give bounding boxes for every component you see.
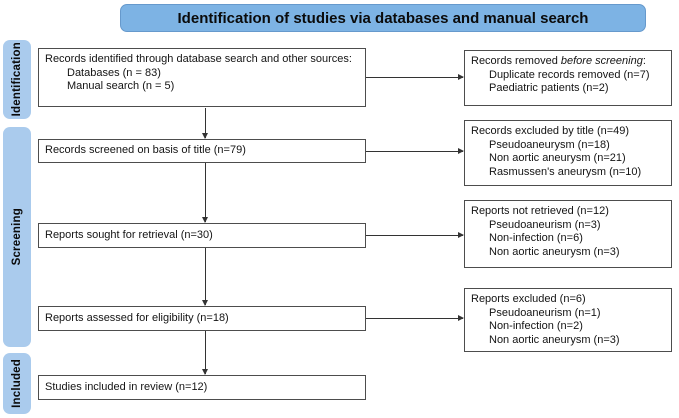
reports-not-retrieved-item: Pseudoaneurism (n=3): [489, 218, 601, 231]
records-removed-title-italic: before screening: [560, 55, 643, 67]
arrowhead-right-icon: [458, 148, 464, 154]
reports-excluded-item: Non aortic aneurysm (n=3): [489, 333, 620, 346]
stage-label-included: Included: [3, 353, 31, 414]
arrowhead-down-icon: [202, 369, 208, 375]
studies-included-text: Studies included in review (n=12): [45, 380, 208, 393]
records-removed-item: Duplicate records removed (n=7): [489, 68, 650, 81]
arrow-right-identified-to-removed: [366, 74, 464, 80]
records-screened-text: Records screened on basis of title (n=79…: [45, 144, 246, 157]
arrow-down-screened-to-sought: [202, 163, 208, 223]
arrowhead-down-icon: [202, 133, 208, 139]
reports-assessed-text: Reports assessed for eligibility (n=18): [45, 311, 229, 324]
arrow-right-assessed-to-excluded: [366, 315, 464, 321]
records-removed-item: Paediatric patients (n=2): [489, 82, 609, 94]
box-reports-not-retrieved: Reports not retrieved (n=12) Pseudoaneur…: [464, 200, 672, 268]
box-reports-sought: Reports sought for retrieval (n=30): [38, 223, 366, 248]
arrowhead-right-icon: [458, 315, 464, 321]
reports-excluded-item: Non-infection (n=2): [489, 320, 583, 332]
box-reports-assessed: Reports assessed for eligibility (n=18): [38, 306, 366, 331]
diagram-title: Identification of studies via databases …: [120, 4, 646, 32]
records-identified-databases: Databases (n = 83): [67, 66, 161, 79]
records-excluded-by-title-item: Rasmussen's aneurysm (n=10): [489, 165, 642, 178]
arrowhead-right-icon: [458, 232, 464, 238]
arrowhead-down-icon: [202, 300, 208, 306]
box-reports-excluded: Reports excluded (n=6) Pseudoaneurism (n…: [464, 288, 672, 352]
arrow-right-screened-to-excluded-by-title: [366, 148, 464, 154]
box-studies-included: Studies included in review (n=12): [38, 375, 366, 400]
arrow-right-sought-to-not-retrieved: [366, 232, 464, 238]
stage-label-identification: Identification: [3, 40, 31, 119]
records-identified-title: Records identified through database sear…: [45, 53, 352, 65]
stage-label-screening: Screening: [3, 127, 31, 347]
reports-not-retrieved-item: Non aortic aneurysm (n=3): [489, 245, 620, 258]
arrow-down-identified-to-screened: [202, 108, 208, 139]
records-excluded-by-title-item: Non aortic aneurysm (n=21): [489, 152, 626, 164]
reports-not-retrieved-item: Non-infection (n=6): [489, 232, 583, 244]
arrow-down-assessed-to-included: [202, 331, 208, 375]
reports-excluded-item: Pseudoaneurism (n=1): [489, 306, 601, 319]
arrowhead-down-icon: [202, 217, 208, 223]
records-identified-manual: Manual search (n = 5): [67, 80, 175, 92]
reports-not-retrieved-title: Reports not retrieved (n=12): [471, 205, 609, 217]
arrowhead-right-icon: [458, 74, 464, 80]
records-removed-title-prefix: Records removed: [471, 55, 561, 67]
records-excluded-by-title-item: Pseudoaneurysm (n=18): [489, 138, 610, 151]
stage-label-identification-text: Identification: [11, 42, 23, 117]
records-removed-title-suffix: :: [642, 55, 646, 67]
box-records-identified: Records identified through database sear…: [38, 48, 366, 107]
box-records-screened: Records screened on basis of title (n=79…: [38, 139, 366, 163]
stage-label-included-text: Included: [11, 359, 23, 408]
reports-excluded-title: Reports excluded (n=6): [471, 293, 586, 305]
box-records-excluded-by-title: Records excluded by title (n=49) Pseudoa…: [464, 120, 672, 186]
reports-sought-text: Reports sought for retrieval (n=30): [45, 228, 213, 241]
box-records-removed: Records removed before screening: Duplic…: [464, 50, 672, 106]
stage-label-screening-text: Screening: [11, 208, 23, 266]
arrow-down-sought-to-assessed: [202, 248, 208, 306]
records-removed-title: Records removed before screening:: [471, 55, 665, 69]
records-excluded-by-title-title: Records excluded by title (n=49): [471, 125, 630, 137]
